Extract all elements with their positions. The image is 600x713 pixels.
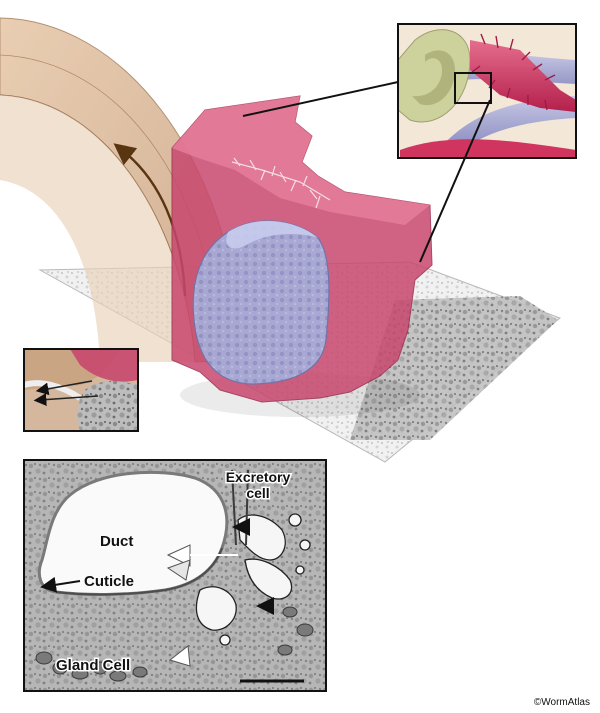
zoom-connector-2 <box>419 99 491 263</box>
gland-granules <box>35 606 314 682</box>
white-arrowhead-3 <box>168 645 191 667</box>
duct-label: Duct <box>100 533 133 550</box>
gland-cell-label: Gland Cell <box>56 657 130 674</box>
inset-highlight-box <box>454 72 492 104</box>
copyright-credit: ©WormAtlas <box>533 697 590 708</box>
cuticle-label: Cuticle <box>84 573 134 590</box>
white-arrowhead-2 <box>166 559 191 581</box>
cuticle-arrow <box>40 576 81 593</box>
3d-model <box>0 17 561 463</box>
zoom-inset-small <box>23 348 139 432</box>
zoom-inset-top <box>397 23 577 159</box>
canaliculi-top <box>231 157 331 209</box>
gland-cell-3d <box>192 220 330 385</box>
zoom-connector-1 <box>242 81 399 117</box>
black-arrowhead-2 <box>256 597 274 615</box>
black-arrowhead-1 <box>232 518 250 536</box>
